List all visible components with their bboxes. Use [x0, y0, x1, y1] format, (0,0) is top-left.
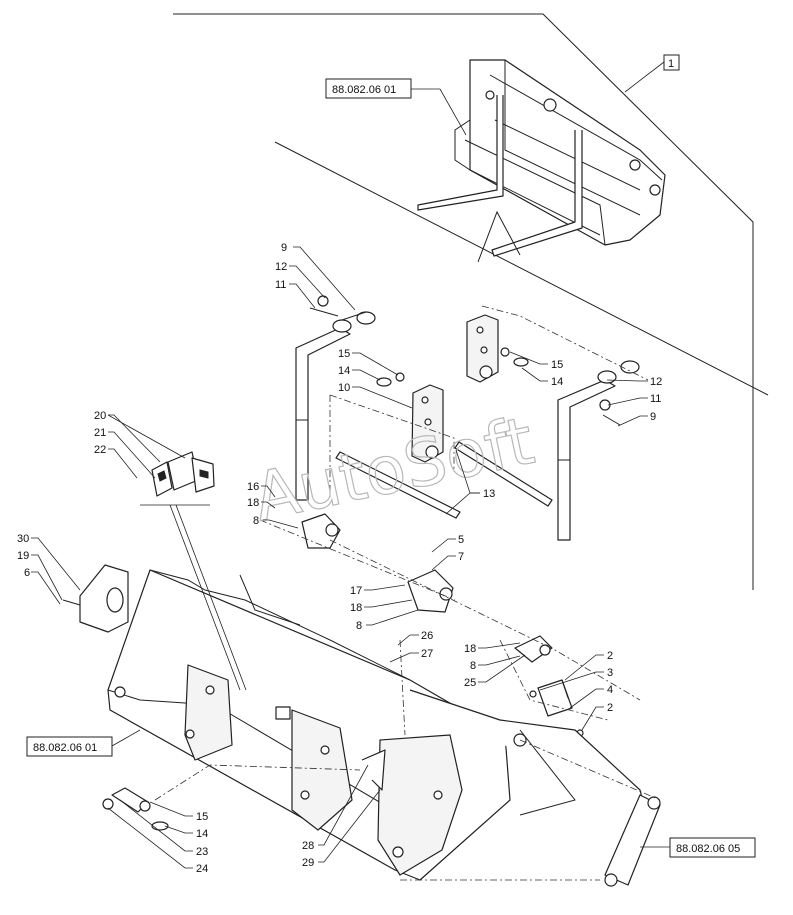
callout-14: 14 — [196, 828, 208, 840]
callout-3: 3 — [607, 667, 613, 679]
side-shield-30 — [62, 564, 129, 633]
reference-box-top[interactable]: 88.082.06 01 — [325, 78, 412, 99]
wear-pads-20-21-22 — [151, 451, 215, 497]
callout-box-1[interactable]: 1 — [663, 54, 680, 71]
callout-leaders — [31, 246, 648, 869]
callout-11: 11 — [650, 393, 661, 405]
callout-11: 11 — [275, 279, 286, 291]
callout-4: 4 — [607, 684, 613, 696]
callout-28: 28 — [302, 840, 314, 852]
right-pin-assembly — [599, 399, 621, 426]
left-fork-arm — [295, 311, 376, 501]
callout-19: 19 — [17, 550, 29, 562]
callout-16: 16 — [247, 481, 259, 493]
cross-shafts — [335, 441, 553, 519]
callout-18: 18 — [464, 643, 476, 655]
assembly-centerlines — [154, 305, 661, 881]
callout-labels: 9 12 11 15 14 10 20 21 22 16 18 8 13 15 … — [17, 242, 662, 875]
callout-12: 12 — [650, 376, 662, 388]
callout-15: 15 — [551, 359, 563, 371]
callout-number: 1 — [668, 58, 674, 70]
assembly-boundary-line — [173, 13, 754, 590]
callout-8: 8 — [470, 660, 476, 672]
callout-21: 21 — [94, 427, 106, 439]
latch-23-24 — [102, 787, 169, 831]
callout-29: 29 — [302, 857, 314, 869]
bucket-drawing — [107, 569, 651, 881]
callout-13: 13 — [483, 488, 495, 500]
callout-15: 15 — [338, 348, 350, 360]
hydraulic-cylinder — [604, 794, 661, 887]
left-pin-assembly — [309, 295, 339, 317]
callout-27: 27 — [421, 648, 433, 660]
callout-5: 5 — [458, 534, 464, 546]
reference-label: 88.082.06 01 — [332, 84, 396, 96]
reference-label: 88.082.06 05 — [676, 843, 740, 855]
callout-8: 8 — [356, 620, 362, 632]
callout-25: 25 — [464, 677, 476, 689]
callout-18: 18 — [350, 602, 362, 614]
callout-23: 23 — [196, 846, 208, 858]
center-mount-block — [407, 569, 454, 613]
callout-15: 15 — [196, 811, 208, 823]
callout-14: 14 — [338, 365, 350, 377]
right-link-bracket — [466, 314, 499, 383]
callout-8: 8 — [253, 515, 259, 527]
callout-30: 30 — [17, 533, 29, 545]
pin-2-3-4 — [529, 679, 584, 737]
callout-20: 20 — [94, 410, 106, 422]
callout-9: 9 — [281, 242, 287, 254]
autosoft-watermark: AutoSoft — [247, 402, 540, 536]
callout-26: 26 — [421, 630, 433, 642]
clips-and-washers — [376, 347, 529, 387]
callout-7: 7 — [458, 551, 464, 563]
callout-17: 17 — [350, 585, 362, 597]
callout-18: 18 — [247, 497, 259, 509]
callout-2: 2 — [607, 702, 613, 714]
left-mount-block — [301, 513, 341, 549]
callout-24: 24 — [196, 863, 208, 875]
callout-10: 10 — [338, 382, 350, 394]
callout-2: 2 — [607, 650, 613, 662]
callout-6: 6 — [24, 567, 30, 579]
callout-22: 22 — [94, 444, 106, 456]
right-fork-arm — [557, 360, 640, 541]
fork-carriage-drawing — [417, 59, 666, 257]
inset-cut-line — [477, 210, 521, 263]
reference-box-left[interactable]: 88.082.06 01 — [26, 736, 113, 757]
reference-box-right[interactable]: 88.082.06 05 — [669, 837, 756, 858]
left-link-bracket — [411, 384, 444, 463]
reference-label: 88.082.06 01 — [33, 742, 97, 754]
callout-14: 14 — [551, 376, 563, 388]
cutting-clip-28-29 — [361, 749, 386, 791]
callout-12: 12 — [275, 261, 287, 273]
callout-9: 9 — [650, 411, 656, 423]
inset-separator-line — [274, 141, 769, 396]
